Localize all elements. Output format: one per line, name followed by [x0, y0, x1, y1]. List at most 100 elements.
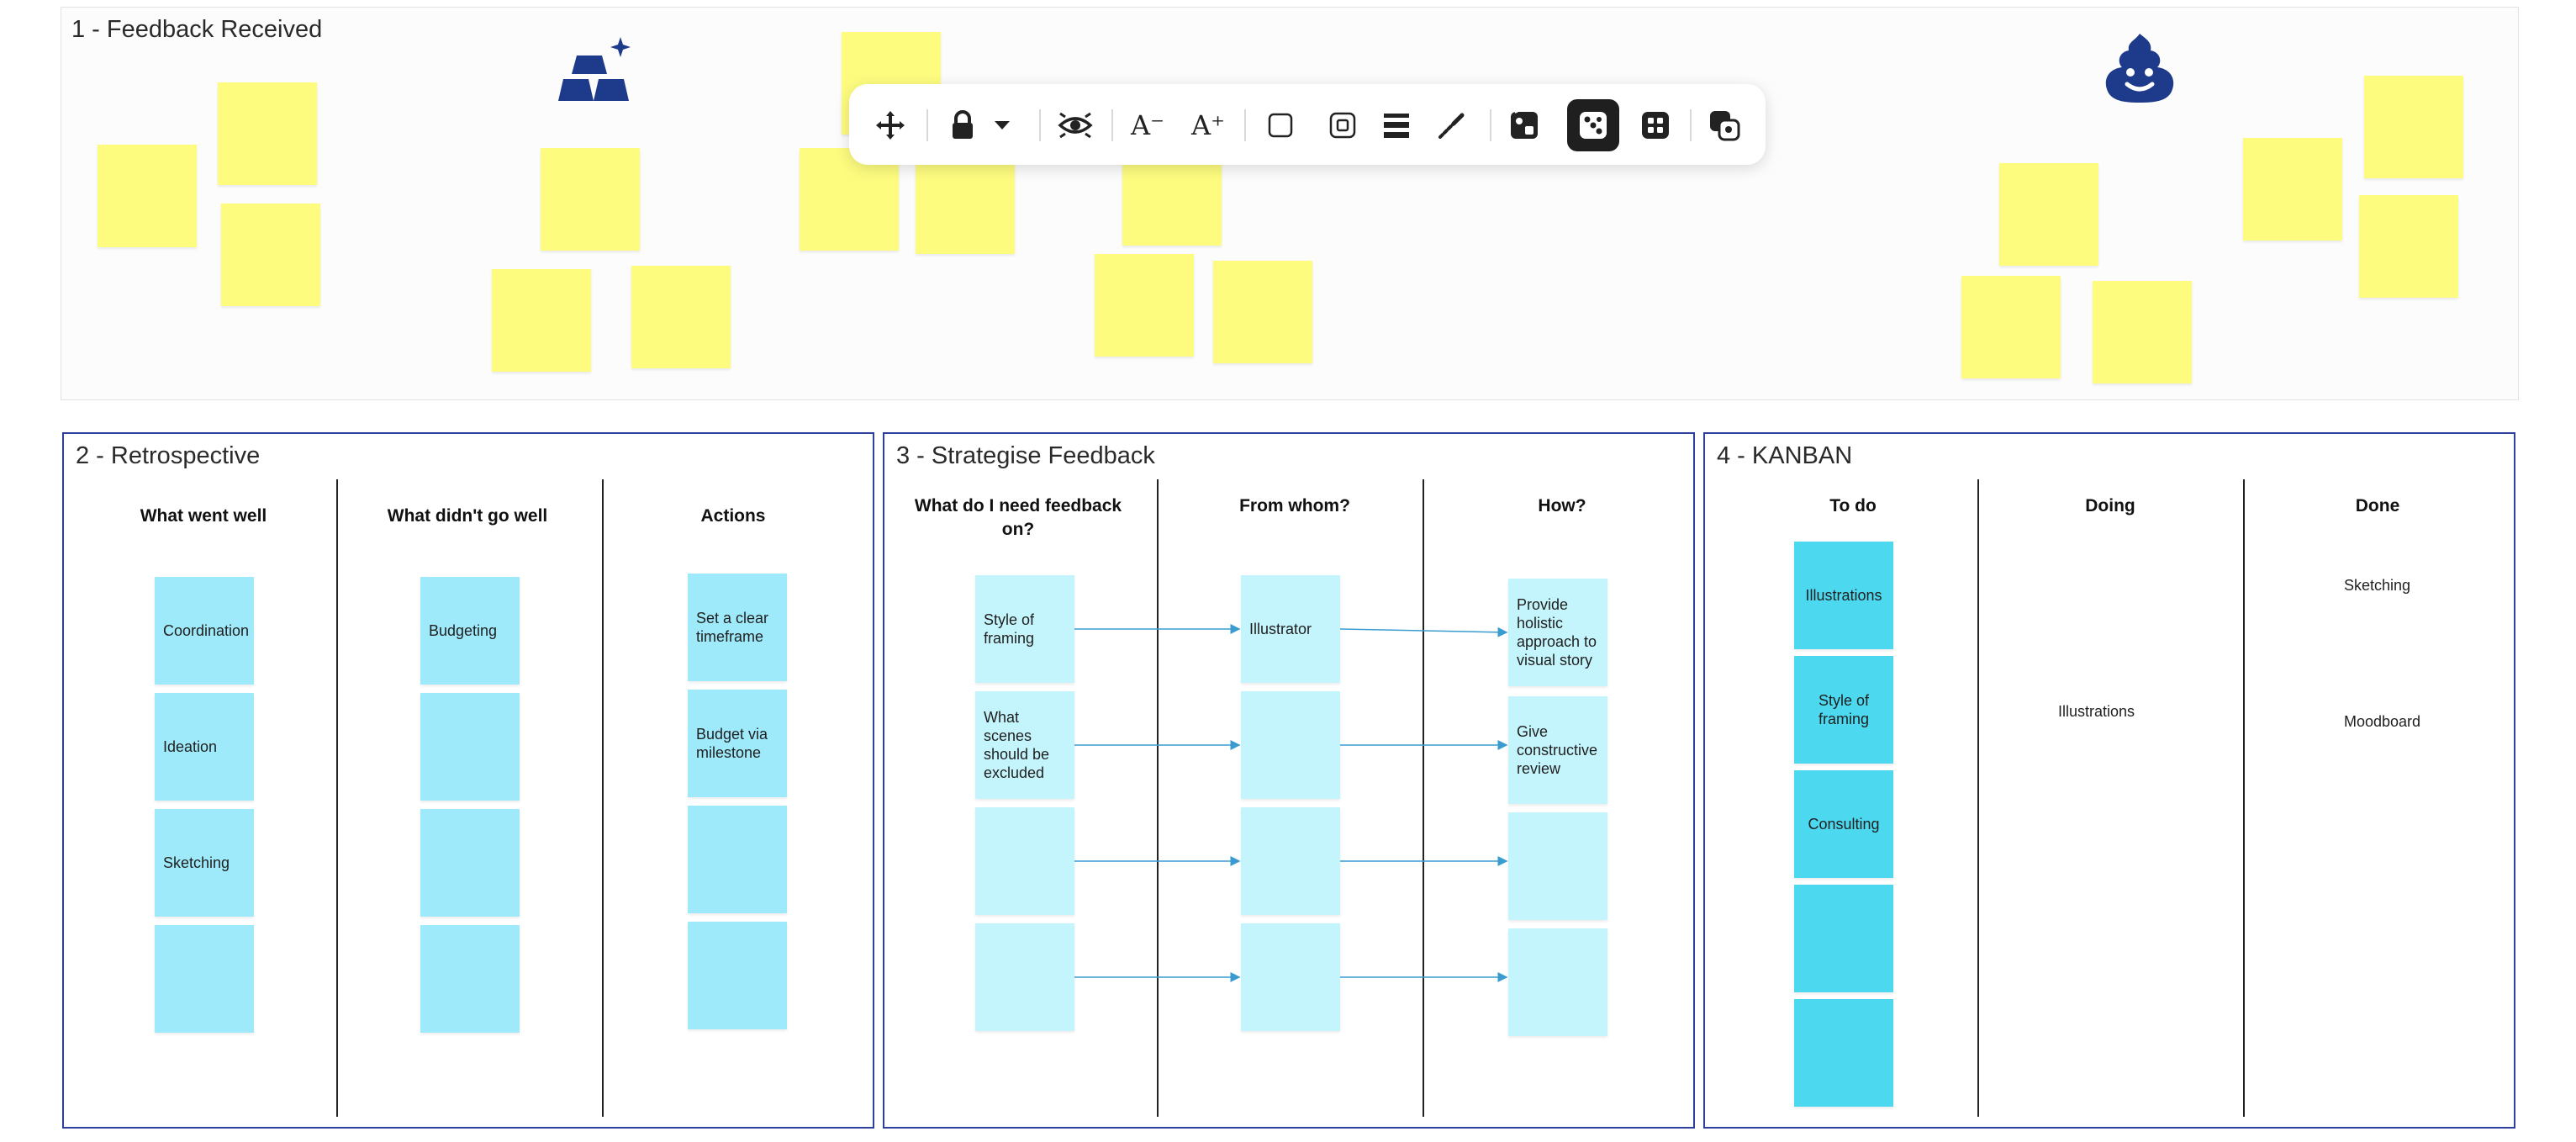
sticky-note[interactable]: [1095, 254, 1194, 357]
sticky-note[interactable]: [1508, 928, 1607, 1036]
frame-strategise-feedback[interactable]: 3 - Strategise Feedback What do I need f…: [883, 432, 1695, 1129]
frame-kanban[interactable]: 4 - KANBAN To do Doing Done Illustration…: [1703, 432, 2515, 1129]
sticky-note[interactable]: [1508, 812, 1607, 920]
sticky-note[interactable]: [492, 269, 591, 372]
frame-title: 4 - KANBAN: [1717, 442, 1853, 469]
toolbar-divider: [1244, 109, 1246, 141]
line-weight-icon[interactable]: [1370, 99, 1423, 151]
group-icon[interactable]: [1698, 99, 1750, 151]
sticky-note[interactable]: Coordination: [155, 577, 254, 685]
sticky-note[interactable]: [1241, 923, 1340, 1031]
sticky-note[interactable]: [975, 923, 1074, 1031]
sticky-text: Illustrations: [1805, 587, 1882, 604]
sticky-note[interactable]: [800, 148, 899, 251]
sticky-text: Give constructive review: [1517, 723, 1598, 777]
toolbar-divider: [926, 109, 928, 141]
sticky-text: Sketching: [163, 854, 230, 871]
sticky-note[interactable]: Consulting: [1794, 770, 1893, 878]
sticky-note[interactable]: Illustrations: [1794, 542, 1893, 649]
sticky-note[interactable]: [975, 807, 1074, 915]
column-header-done: Done: [2355, 496, 2400, 515]
sticky-note[interactable]: Budgeting: [420, 577, 520, 685]
poop-emoji-icon[interactable]: [2102, 30, 2177, 104]
column-header-doing: Doing: [2085, 496, 2135, 515]
sticky-note[interactable]: [1794, 885, 1893, 992]
sticky-note[interactable]: [420, 693, 520, 801]
sticky-note[interactable]: [1961, 276, 2061, 378]
frame-title: 3 - Strategise Feedback: [896, 442, 1155, 469]
sticky-note[interactable]: Sketching: [155, 809, 254, 917]
sticky-note[interactable]: [420, 809, 520, 917]
sticky-note[interactable]: [221, 204, 320, 306]
hide-icon[interactable]: [1049, 99, 1101, 151]
sticky-text: Style of framing: [984, 611, 1035, 647]
column-divider: [602, 479, 604, 1117]
toolbar-divider: [1111, 109, 1113, 141]
column-header-what: What do I need feedback on?: [914, 496, 1122, 539]
toolbar-divider: [1490, 109, 1491, 141]
decrease-font-icon[interactable]: A⁻: [1131, 109, 1164, 141]
move-icon[interactable]: [864, 99, 916, 151]
sticky-note[interactable]: Style of framing: [975, 575, 1074, 683]
connector-arrow: [1339, 627, 1508, 637]
kanban-card-done[interactable]: Moodboard: [2344, 713, 2421, 730]
kanban-card-doing[interactable]: Illustrations: [2058, 703, 2135, 720]
column-header-went-well: What went well: [140, 506, 267, 526]
shape-inset-icon[interactable]: [1317, 99, 1369, 151]
sticky-note[interactable]: Set a clear timeframe: [688, 574, 787, 681]
sticky-note[interactable]: Give constructive review: [1508, 696, 1607, 804]
sticky-text: Provide holistic approach to visual stor…: [1517, 596, 1597, 669]
sticky-text: Budgeting: [429, 622, 498, 639]
sticky-note[interactable]: [1213, 261, 1312, 363]
sticky-note[interactable]: [2359, 195, 2458, 298]
sticky-note[interactable]: [218, 82, 317, 185]
sticky-note[interactable]: Illustrator: [1241, 575, 1340, 683]
sticky-note[interactable]: [420, 925, 520, 1033]
sticky-note[interactable]: Ideation: [155, 693, 254, 801]
toolbar-divider: [1039, 109, 1041, 141]
sticky-note[interactable]: [688, 806, 787, 913]
sticky-note[interactable]: [2093, 281, 2192, 383]
column-header-to-do: To do: [1829, 496, 1877, 515]
sticky-text: What scenes should be excluded: [984, 709, 1050, 781]
increase-font-icon[interactable]: A⁺: [1191, 109, 1225, 141]
frame-retrospective[interactable]: 2 - Retrospective What went well What di…: [62, 432, 874, 1129]
sticky-note[interactable]: [1241, 691, 1340, 799]
lock-icon[interactable]: [937, 99, 989, 151]
sticky-text: Coordination: [163, 622, 250, 639]
sticky-note[interactable]: [631, 266, 731, 368]
sticky-note[interactable]: [1999, 163, 2098, 266]
sticky-note[interactable]: [688, 922, 787, 1029]
dropdown-icon[interactable]: [984, 99, 1021, 151]
floating-toolbar: A⁻ A⁺: [849, 84, 1766, 165]
column-header-how: How?: [1538, 496, 1586, 515]
column-header-actions: Actions: [700, 506, 766, 526]
sticky-note[interactable]: [916, 151, 1015, 254]
dice-icon[interactable]: [1567, 99, 1619, 151]
sticky-note[interactable]: Budget via milestone: [688, 690, 787, 797]
sticky-note[interactable]: [2243, 138, 2342, 241]
sticky-note[interactable]: [98, 145, 197, 247]
sticky-text: Budget via milestone: [696, 726, 768, 761]
column-divider: [336, 479, 338, 1117]
frame-title: 1 - Feedback Received: [71, 16, 323, 43]
sticky-note[interactable]: [541, 148, 640, 251]
grid-icon[interactable]: [1629, 99, 1681, 151]
toolbar-divider: [1690, 109, 1692, 141]
sticky-note[interactable]: What scenes should be excluded: [975, 691, 1074, 799]
sticky-note[interactable]: Provide holistic approach to visual stor…: [1508, 579, 1607, 686]
sticky-note[interactable]: [155, 925, 254, 1033]
gold-bars-icon[interactable]: [558, 34, 636, 106]
column-divider: [1423, 479, 1424, 1117]
shape-square-icon[interactable]: [1254, 99, 1306, 151]
frame-title: 2 - Retrospective: [76, 442, 261, 469]
color-picker-icon[interactable]: [1426, 99, 1478, 151]
sticky-note[interactable]: [1794, 999, 1893, 1107]
sticky-note[interactable]: Style of framing: [1794, 656, 1893, 764]
column-header-from-whom: From whom?: [1239, 496, 1350, 515]
sticky-note[interactable]: [2364, 76, 2463, 178]
kanban-card-done[interactable]: Sketching: [2344, 577, 2411, 594]
column-divider: [1157, 479, 1159, 1117]
sticky-note[interactable]: [1241, 807, 1340, 915]
sticker-icon[interactable]: [1498, 99, 1550, 151]
